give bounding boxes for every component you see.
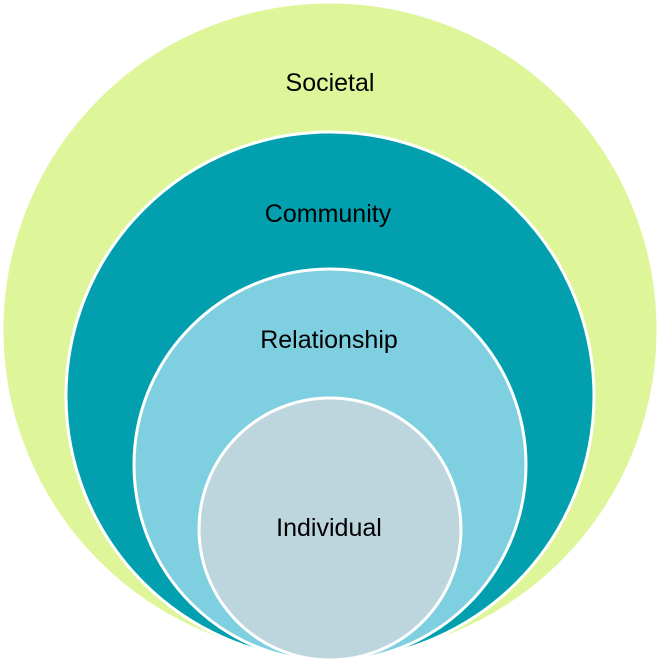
individual-circle	[197, 396, 463, 660]
community-label: Community	[265, 200, 392, 228]
individual-label: Individual	[276, 514, 382, 542]
societal-label: Societal	[286, 69, 375, 97]
relationship-label: Relationship	[260, 326, 398, 354]
